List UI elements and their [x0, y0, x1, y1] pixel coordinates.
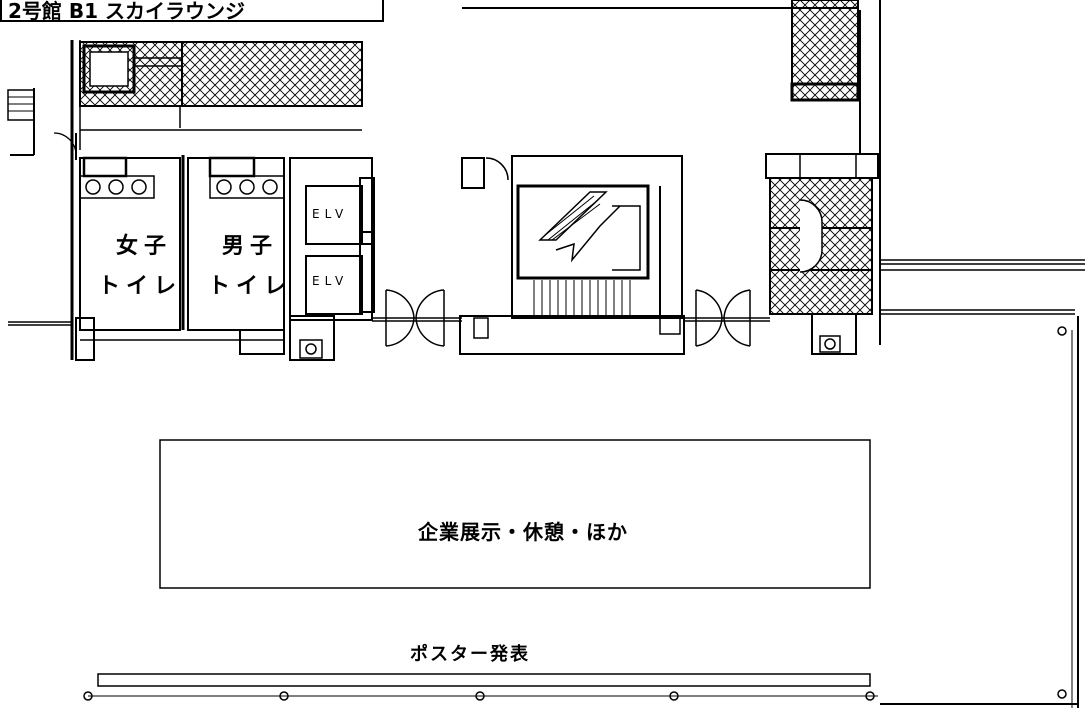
elevator-upper	[305, 185, 363, 245]
storage-hatched-right	[769, 175, 873, 315]
poster-board	[97, 673, 871, 687]
elevator-lower	[305, 255, 363, 315]
poster-area-label: ポスター発表	[410, 644, 530, 665]
women-toilet-room	[79, 157, 181, 331]
women-toilet-label-2: トイレ	[98, 274, 183, 299]
elevator-lower-label: ELV	[312, 274, 349, 288]
women-toilet-label-1: 女子	[116, 234, 173, 259]
men-toilet-label-1: 男子	[222, 234, 279, 259]
men-toilet-label-2: トイレ	[208, 274, 293, 299]
floor-title: 2号館 B1 スカイラウンジ	[0, 0, 384, 22]
exhibit-area	[159, 439, 871, 589]
staircase	[511, 155, 683, 319]
elevator-upper-label: ELV	[312, 207, 349, 221]
exhibit-area-label: 企業展示・休憩・ほか	[418, 520, 628, 544]
